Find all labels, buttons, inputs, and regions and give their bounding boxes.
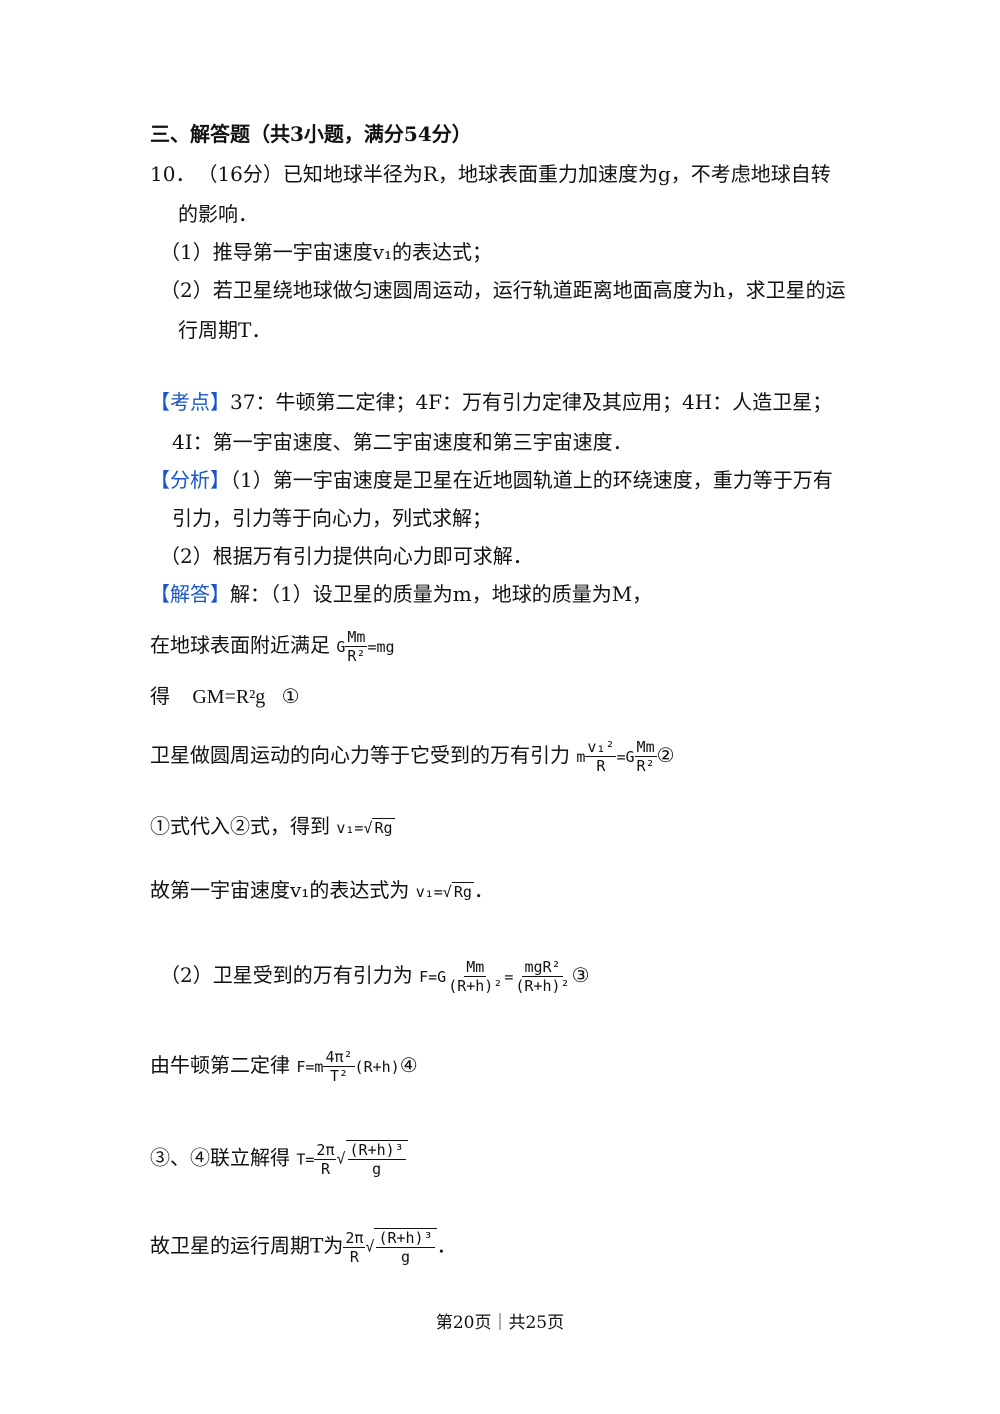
eq3-text: 卫星做圆周运动的向心力等于它受到的万有引力 bbox=[150, 743, 570, 767]
page-footer: 第20页｜共25页 bbox=[435, 1313, 565, 1333]
eq3-mark: ② bbox=[656, 743, 675, 767]
eq2-text: 得 bbox=[150, 684, 170, 708]
eq6-den: (R+h)² bbox=[448, 977, 503, 995]
eq1-den: R² bbox=[347, 647, 366, 665]
eq3-num2: Mm bbox=[634, 738, 657, 757]
kaodian-text: 37：牛顿第二定律；4F：万有引力定律及其应用；4H：人造卫星； bbox=[230, 390, 833, 414]
eq7-text: 由牛顿第二定律 bbox=[150, 1053, 290, 1077]
eq9-end: ． bbox=[436, 1233, 457, 1258]
eq3-den2: R² bbox=[636, 757, 655, 775]
eq6-num2: mgR² bbox=[522, 958, 563, 977]
eq1-num: Mm bbox=[345, 628, 368, 647]
question-part-1: （1）推导第一宇宙速度v₁的表达式； bbox=[160, 240, 493, 264]
eq1-text: 在地球表面附近满足 bbox=[150, 633, 330, 657]
eq4-sqrt: √Rg bbox=[363, 817, 395, 837]
fenxi-text: （1）第一宇宙速度是卫星在近地圆轨道上的环绕速度，重力等于万有 bbox=[230, 468, 833, 492]
eq6-pre: F=G bbox=[419, 968, 447, 986]
eq9-den: R bbox=[349, 1247, 359, 1266]
eq3-pre: m bbox=[576, 748, 586, 766]
eq7-post: (R+h) bbox=[354, 1058, 400, 1076]
question-number: 10． bbox=[150, 162, 196, 186]
equation-5: 故第一宇宙速度v₁的表达式为 v₁=√Rg． bbox=[150, 876, 494, 906]
fenxi-line-3: （2）根据万有引力提供向心力即可求解． bbox=[160, 544, 533, 568]
question-part-2-line-1: （2）若卫星绕地球做匀速圆周运动，运行轨道距离地面高度为h，求卫星的运 bbox=[160, 278, 846, 302]
eq4-radicand: Rg bbox=[372, 817, 395, 837]
eq6-fraction-2: mgR²(R+h)² bbox=[513, 958, 571, 995]
eq7-mark: ④ bbox=[399, 1053, 418, 1077]
eq6-text: （2）卫星受到的万有引力为 bbox=[160, 963, 413, 987]
fenxi-line-1: 【分析】（1）第一宇宙速度是卫星在近地圆轨道上的环绕速度，重力等于万有 bbox=[150, 466, 833, 494]
eq7-num: 4π² bbox=[323, 1048, 355, 1067]
fenxi-line-2: 引力，引力等于向心力，列式求解； bbox=[172, 506, 492, 530]
eq3-mid: =G bbox=[616, 748, 635, 766]
eq2-mark: ① bbox=[281, 684, 300, 708]
equation-4: ①式代入②式，得到 v₁=√Rg bbox=[150, 812, 395, 842]
eq5-radicand: Rg bbox=[451, 881, 474, 901]
eq3-den: R bbox=[596, 757, 606, 775]
eq8-rad-den: g bbox=[372, 1160, 382, 1178]
eq8-rad-num: (R+h)³ bbox=[347, 1141, 406, 1160]
eq6-mark: ③ bbox=[571, 963, 590, 987]
eq7-pre: F=m bbox=[296, 1058, 324, 1076]
question-stem: （16分）已知地球半径为R，地球表面重力加速度为g，不考虑地球自转 bbox=[207, 162, 831, 186]
question-line-1: 10． （16分）已知地球半径为R，地球表面重力加速度为g，不考虑地球自转 bbox=[150, 160, 831, 188]
eq1-pre: G bbox=[336, 638, 346, 656]
eq6-eq: = bbox=[504, 968, 514, 986]
eq4-text: ①式代入②式，得到 bbox=[150, 814, 330, 838]
eq5-sqrt: √Rg bbox=[442, 881, 474, 901]
jieda-tag: 【解答】 bbox=[150, 582, 230, 606]
eq4-lhs: v₁= bbox=[336, 819, 364, 837]
eq6-num: Mm bbox=[464, 958, 487, 977]
kaodian-line-2: 4I：第一宇宙速度、第二宇宙速度和第三宇宙速度． bbox=[172, 430, 633, 454]
eq6-fraction-1: Mm(R+h)² bbox=[446, 958, 504, 995]
eq6-den2: (R+h)² bbox=[515, 977, 570, 995]
jieda-text: 解：（1）设卫星的质量为m，地球的质量为M， bbox=[230, 582, 653, 606]
eq8-text: ③、④联立解得 bbox=[150, 1145, 290, 1170]
eq5-lhs: v₁= bbox=[415, 883, 443, 901]
jieda-line-1: 【解答】解：（1）设卫星的质量为m，地球的质量为M， bbox=[150, 580, 652, 608]
kaodian-tag: 【考点】 bbox=[150, 390, 230, 414]
fenxi-tag: 【分析】 bbox=[150, 468, 230, 492]
eq7-den: T² bbox=[329, 1067, 349, 1085]
kaodian-line-1: 【考点】37：牛顿第二定律；4F：万有引力定律及其应用；4H：人造卫星； bbox=[150, 388, 832, 416]
question-part-2-line-2: 行周期T． bbox=[178, 318, 272, 342]
eq2-formula: GM=R²g bbox=[192, 686, 266, 708]
eq9-rad-den: g bbox=[401, 1248, 411, 1266]
eq5-end: ． bbox=[473, 878, 494, 902]
eq1-post: =mg bbox=[367, 638, 395, 656]
eq9-num: 2π bbox=[343, 1228, 366, 1248]
eq8-pre: T= bbox=[296, 1150, 315, 1169]
section-title: 三、解答题（共3小题，满分54分） bbox=[150, 122, 472, 146]
eq9-rad-num: (R+h)³ bbox=[376, 1229, 435, 1248]
eq3-num: v₁² bbox=[585, 738, 617, 757]
eq8-num: 2π bbox=[314, 1140, 337, 1160]
question-line-2: 的影响． bbox=[178, 202, 258, 226]
equation-2: 得 GM=R²g ① bbox=[150, 682, 300, 711]
eq5-text: 故第一宇宙速度v₁的表达式为 bbox=[150, 878, 410, 902]
eq8-den: R bbox=[320, 1159, 330, 1178]
eq9-text: 故卫星的运行周期T为 bbox=[150, 1233, 344, 1258]
